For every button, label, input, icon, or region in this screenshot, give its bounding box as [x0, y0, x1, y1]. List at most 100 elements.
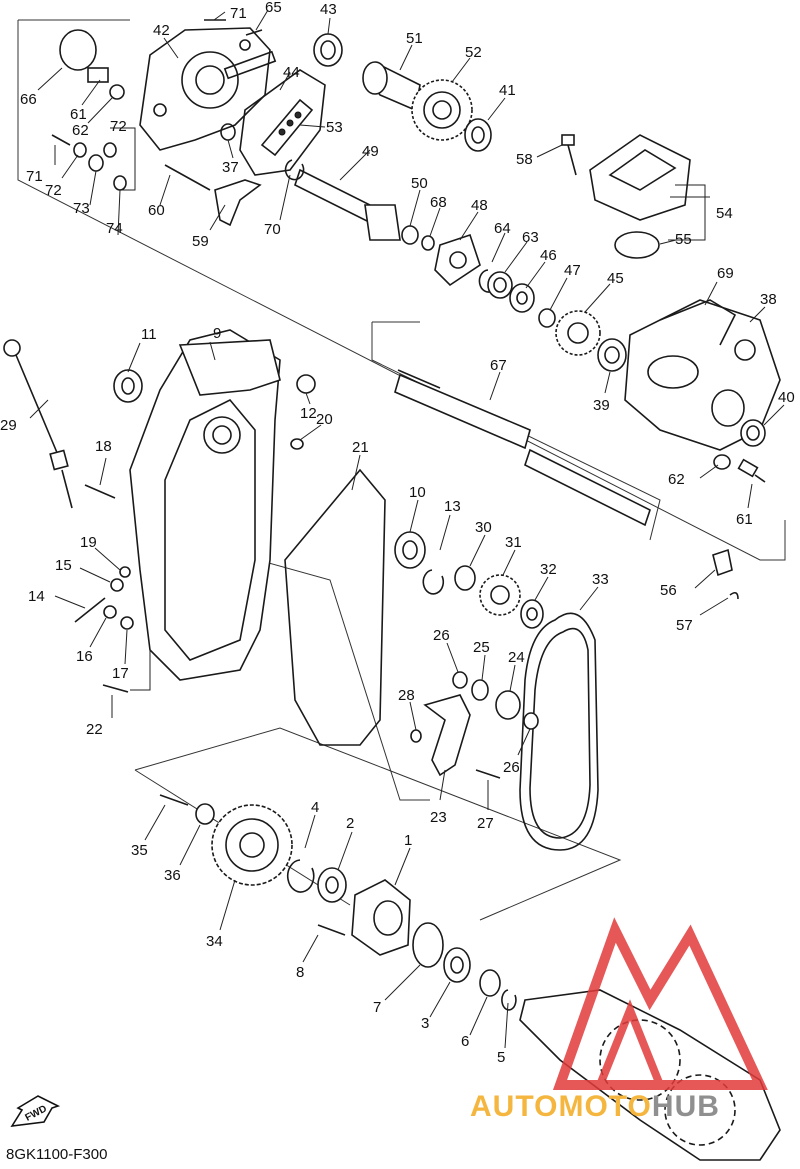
callout-14: 14 — [28, 588, 45, 605]
gear-case-cover — [139, 27, 277, 151]
oil-seal-11 — [113, 369, 143, 403]
callout-29: 29 — [0, 417, 17, 434]
watermark-text: AUTOMOTOHUB — [470, 1090, 720, 1124]
callout-8: 8 — [296, 964, 304, 981]
callout-50: 50 — [411, 175, 428, 192]
callout-7: 7 — [373, 999, 381, 1016]
oil-seal-40 — [740, 419, 766, 447]
callout-73: 73 — [73, 200, 90, 217]
washer-62-left — [109, 84, 125, 100]
callout-68: 68 — [430, 194, 447, 211]
callout-38: 38 — [760, 291, 777, 308]
bearing-41 — [464, 118, 492, 152]
callout-60: 60 — [148, 202, 165, 219]
callout-35: 35 — [131, 842, 148, 859]
sensor-61-left — [87, 67, 109, 83]
callout-27: 27 — [477, 815, 494, 832]
callout-12: 12 — [300, 405, 317, 422]
callout-26a: 26 — [433, 627, 450, 644]
callout-37: 37 — [222, 159, 239, 176]
callout-64: 64 — [494, 220, 511, 237]
callout-5: 5 — [497, 1049, 505, 1066]
callout-61a: 61 — [70, 106, 87, 123]
callout-55: 55 — [675, 231, 692, 248]
callout-19: 19 — [80, 534, 97, 551]
o-ring-7 — [412, 922, 444, 968]
sprocket-31 — [479, 574, 521, 616]
callout-28: 28 — [398, 687, 415, 704]
callout-21: 21 — [352, 439, 369, 456]
upper-shaft — [362, 61, 421, 112]
callout-1: 1 — [404, 832, 412, 849]
callout-69: 69 — [717, 265, 734, 282]
callout-31: 31 — [505, 534, 522, 551]
callout-47: 47 — [564, 262, 581, 279]
watermark-part-b: HUB — [651, 1090, 720, 1123]
callout-4: 4 — [311, 799, 319, 816]
bolt-35 — [159, 794, 189, 806]
callout-33: 33 — [592, 571, 609, 588]
bolt-14 — [74, 597, 106, 623]
bearing-housing-1 — [351, 879, 411, 956]
callout-53: 53 — [326, 119, 343, 136]
bearing-32 — [520, 599, 544, 629]
bolt-22 — [102, 684, 129, 693]
diagram-code: 8GK1100-F300 — [6, 1146, 108, 1163]
drive-chain-33 — [519, 612, 599, 851]
callout-39: 39 — [593, 397, 610, 414]
washer-19 — [119, 566, 131, 578]
callout-11: 11 — [141, 326, 157, 343]
tensioner-arm-23 — [423, 694, 471, 777]
callout-9: 9 — [213, 325, 221, 342]
collar-47 — [538, 308, 556, 328]
gear-45 — [555, 310, 601, 356]
bolt-27 — [475, 769, 501, 779]
callout-13: 13 — [444, 498, 461, 515]
circlip-4 — [286, 859, 315, 893]
forward-direction-icon: FWD — [8, 1092, 64, 1137]
bearing-39 — [597, 338, 627, 372]
callout-71b: 71 — [26, 168, 43, 185]
callout-54: 54 — [716, 205, 733, 222]
callout-15: 15 — [55, 557, 72, 574]
pin-28 — [410, 729, 422, 743]
callout-62a: 62 — [72, 122, 89, 139]
callout-20: 20 — [316, 411, 333, 428]
circlip-70 — [284, 159, 305, 181]
roller-24 — [495, 690, 521, 720]
callout-58: 58 — [516, 151, 533, 168]
shift-fork-59 — [214, 179, 262, 227]
callout-72a: 72 — [110, 118, 127, 135]
callout-2: 2 — [346, 815, 354, 832]
callout-65: 65 — [265, 0, 282, 16]
callout-51: 51 — [406, 30, 423, 47]
bolt-71-left — [51, 134, 71, 146]
splined-shaft — [294, 168, 401, 241]
callout-22: 22 — [86, 721, 103, 738]
callout-56: 56 — [660, 582, 677, 599]
callout-30: 30 — [475, 519, 492, 536]
callout-72b: 72 — [45, 182, 62, 199]
bolt-15 — [110, 578, 124, 592]
stud-bolt-18 — [84, 484, 116, 499]
track-drive-shaft — [519, 989, 781, 1161]
callout-71a: 71 — [230, 5, 247, 22]
callout-48: 48 — [471, 197, 488, 214]
callout-66: 66 — [20, 91, 37, 108]
bearing-25 — [471, 679, 489, 701]
collar-30 — [454, 565, 476, 591]
washer-72-left — [73, 142, 87, 158]
drive-shaft — [394, 369, 651, 527]
shift-housing — [589, 134, 691, 221]
o-ring-55 — [614, 231, 660, 259]
gasket-69 — [659, 299, 737, 346]
collar-68 — [421, 235, 435, 251]
callout-6: 6 — [461, 1033, 469, 1050]
callout-46: 46 — [540, 247, 557, 264]
circlip-13 — [422, 569, 445, 595]
callout-3: 3 — [421, 1015, 429, 1032]
sprocket-34 — [211, 804, 293, 886]
callout-49: 49 — [362, 143, 379, 160]
plug-12 — [296, 374, 316, 394]
